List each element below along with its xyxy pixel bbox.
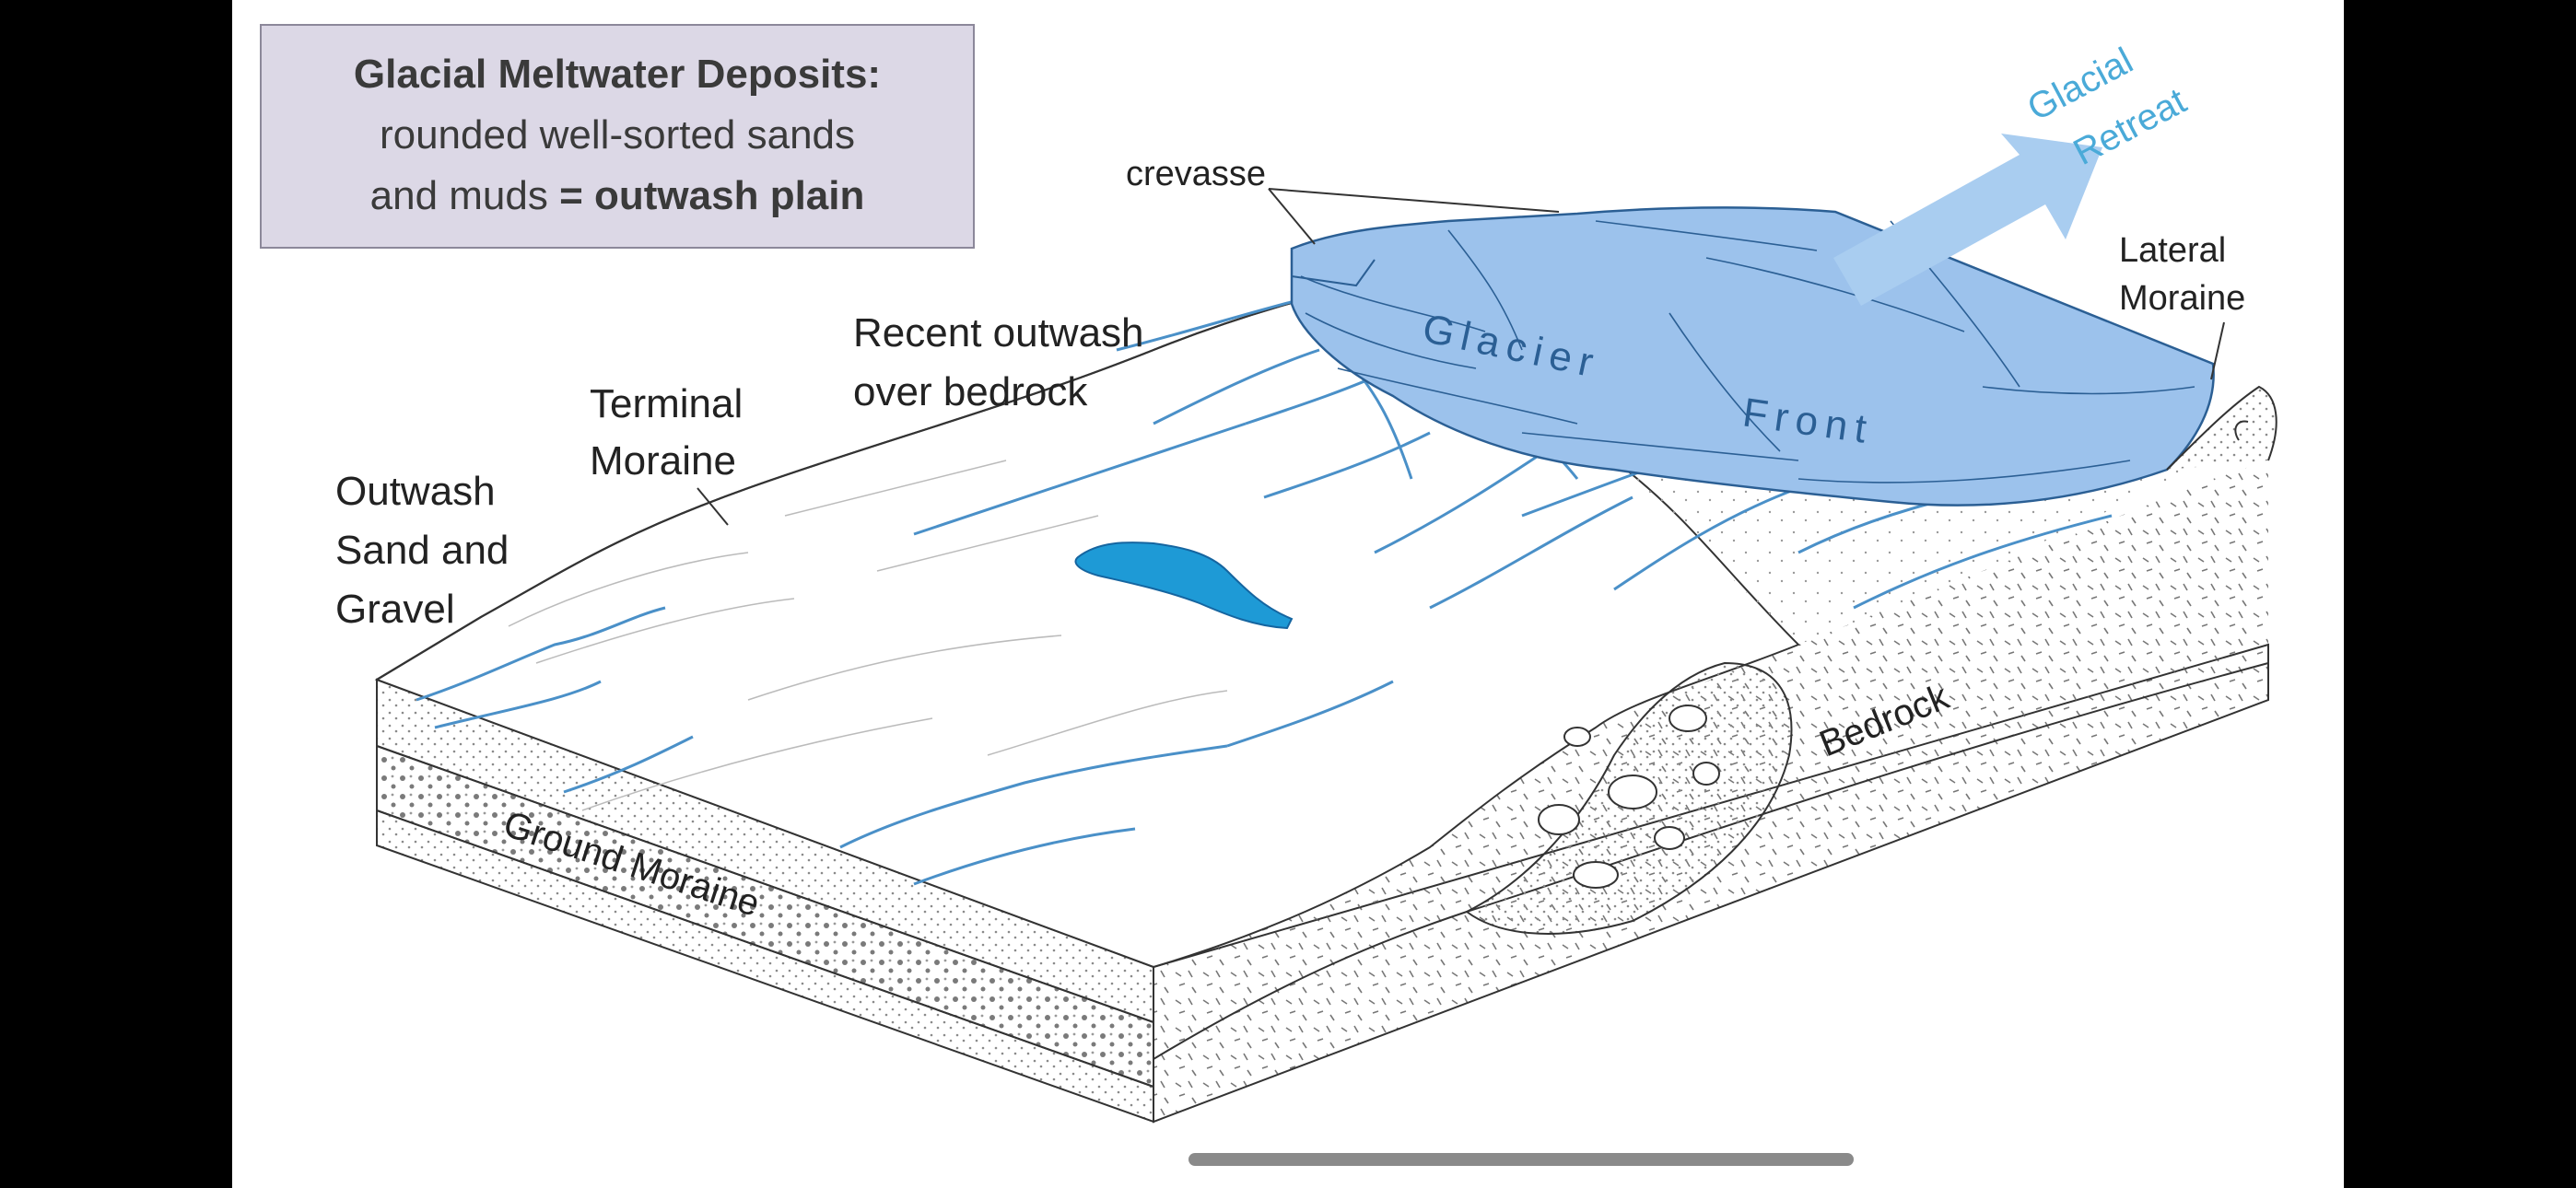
terminal-moraine-leader	[697, 487, 729, 526]
outwash-line2: Sand and	[335, 528, 509, 573]
terminal-moraine-label: Terminal Moraine	[590, 376, 743, 490]
lateral-moraine-line2: Moraine	[2119, 279, 2246, 318]
glacier-top	[1290, 206, 2215, 507]
title-box: Glacial Meltwater Deposits: rounded well…	[260, 24, 975, 249]
glacier	[1290, 206, 2215, 507]
lateral-moraine-leader	[2210, 321, 2225, 380]
home-indicator[interactable]	[1188, 1153, 1854, 1166]
title-line-2: rounded well-sorted sands	[379, 112, 856, 157]
title-line-3: and muds = outwash plain	[262, 166, 973, 227]
braided-streams	[416, 293, 2113, 886]
meltwater-lake	[1074, 542, 1294, 630]
title-line-3-prefix: and muds	[369, 173, 548, 218]
terminal-moraine-ridges	[508, 460, 1228, 811]
terminal-moraine-line1: Terminal	[590, 381, 744, 426]
slide-canvas: Glacier Front Glacial Retreat Bedrock Gr…	[232, 0, 2344, 1188]
recent-outwash-line2: over bedrock	[853, 369, 1088, 414]
recent-outwash-label: Recent outwash over bedrock	[853, 304, 1144, 422]
outwash-line1: Outwash	[335, 469, 496, 514]
crevasse-leader	[1268, 188, 1316, 245]
title-line-3-bold: = outwash plain	[559, 173, 865, 218]
title-heading: Glacial Meltwater Deposits:	[353, 52, 882, 97]
crevasse-label: crevasse	[1126, 155, 1267, 193]
glacial-deposits-diagram: Glacier Front Glacial Retreat Bedrock Gr…	[374, 41, 2277, 1124]
till-deposit	[1465, 661, 1793, 935]
recent-outwash-line1: Recent outwash	[853, 310, 1144, 355]
outwash-line3: Gravel	[335, 587, 455, 632]
outwash-label: Outwash Sand and Gravel	[335, 462, 509, 639]
lateral-moraine-label: Lateral Moraine	[2119, 227, 2245, 322]
glacial-retreat-arrow	[1833, 134, 2102, 306]
front-face-layers	[376, 678, 1154, 1124]
lateral-moraine-line1: Lateral	[2119, 231, 2227, 270]
lateral-moraine	[2166, 385, 2277, 471]
terminal-moraine-line2: Moraine	[590, 438, 736, 483]
